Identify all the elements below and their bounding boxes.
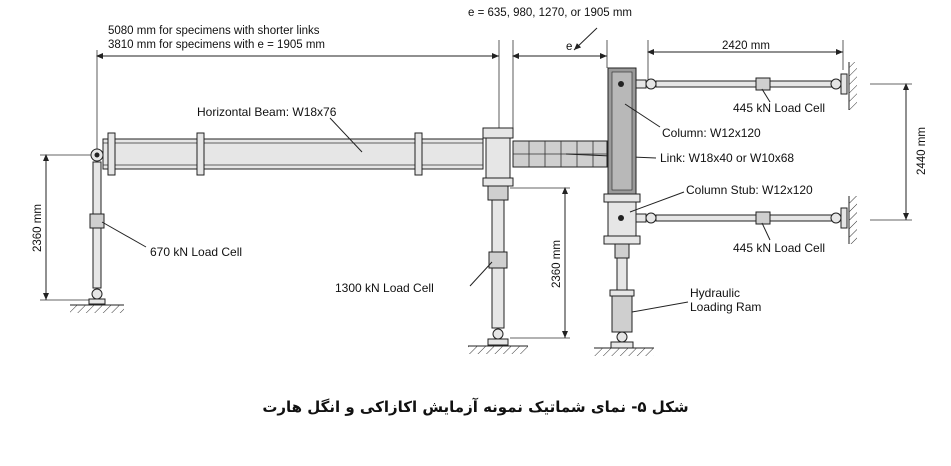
- top-note: e = 635, 980, 1270, or 1905 mm: [468, 7, 632, 19]
- bottom-right-strut: [635, 196, 857, 244]
- label-load-cell-1300: 1300 kN Load Cell: [335, 281, 434, 295]
- e-symbol: e: [566, 41, 572, 53]
- dim-2360-left-label: 2360 mm: [32, 204, 44, 252]
- label-hydraulic-1: Hydraulic: [690, 286, 740, 300]
- lc-top-leader: [761, 88, 771, 103]
- span-note-2: 3810 mm for specimens with e = 1905 mm: [108, 39, 325, 51]
- hydraulic-ram: [594, 243, 654, 356]
- label-load-cell-445-top: 445 kN Load Cell: [733, 101, 825, 115]
- dim-2440: [870, 83, 912, 221]
- span-dimension: [96, 27, 608, 150]
- label-column-stub: Column Stub: W12x120: [686, 183, 813, 197]
- dim-2440-label: 2440 mm: [916, 127, 928, 175]
- link-segment: [512, 140, 608, 168]
- ram-leader: [631, 301, 689, 313]
- dim-2420: [647, 40, 844, 80]
- label-column: Column: W12x120: [662, 126, 761, 140]
- lc-670-leader: [101, 221, 147, 248]
- dim-2360-mid: [510, 187, 570, 339]
- label-load-cell-445-bottom: 445 kN Load Cell: [733, 241, 825, 255]
- dim-2360-mid-label: 2360 mm: [551, 240, 563, 288]
- dim-2360-left: [40, 154, 92, 301]
- center-connection: [482, 127, 514, 201]
- horizontal-beam: [102, 132, 484, 176]
- label-hydraulic-2: Loading Ram: [690, 300, 761, 314]
- column: [603, 67, 641, 245]
- lc-bottom-leader: [761, 222, 771, 241]
- label-link: Link: W18x40 or W10x68: [660, 151, 794, 165]
- figure-caption: شکل ۵- نمای شماتیک نمونه آزمایش اکازاکی …: [262, 398, 689, 416]
- middle-strut: [468, 199, 528, 354]
- left-strut: [70, 148, 124, 313]
- label-load-cell-670: 670 kN Load Cell: [150, 245, 242, 259]
- column-stub-leader: [629, 191, 685, 213]
- lc-1300-leader: [469, 261, 493, 287]
- span-note-1: 5080 mm for specimens with shorter links: [108, 25, 320, 37]
- label-horizontal-beam: Horizontal Beam: W18x76: [197, 105, 337, 119]
- top-right-strut: [635, 62, 857, 110]
- column-leader: [624, 103, 661, 128]
- beam-leader: [329, 117, 363, 153]
- dim-2420-label: 2420 mm: [722, 40, 770, 52]
